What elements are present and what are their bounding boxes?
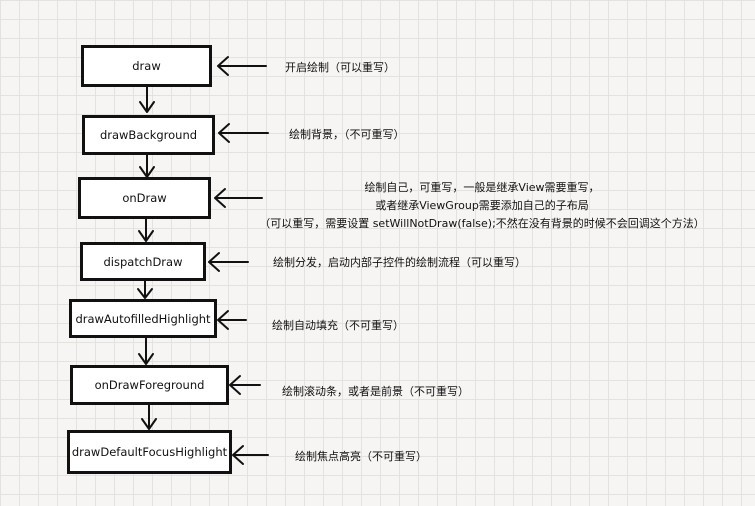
- down-arrow-4: [137, 280, 153, 299]
- down-arrow-3: [138, 218, 154, 242]
- note-dispatchdraw: 绘制分发，启动内部子控件的绘制流程（可以重写）: [273, 256, 526, 269]
- step-label: drawDefaultFocusHighlight: [71, 445, 228, 459]
- note-drawbackground: 绘制背景，（不可重写）: [289, 128, 405, 141]
- down-arrow-6: [141, 404, 157, 430]
- note-arrow-6: [229, 375, 261, 395]
- step-box-drawautofilledhighlight: drawAutofilledHighlight: [69, 299, 217, 338]
- step-label: onDrawForeground: [94, 378, 205, 392]
- note-arrow-3: [214, 188, 263, 208]
- step-box-drawbackground: drawBackground: [82, 115, 215, 155]
- note-drawdefaultfocushighlight: 绘制焦点高亮（不可重写）: [295, 450, 427, 463]
- note-line: 绘制自己，可重写，一般是继承View需要重写，: [364, 181, 600, 194]
- note-arrow-2: [218, 123, 269, 143]
- step-label: drawAutofilledHighlight: [75, 311, 211, 326]
- step-box-draw: draw: [81, 45, 212, 87]
- note-line: （可以重写，需要设置 setWillNotDraw(false);不然在没有背景…: [259, 217, 705, 230]
- note-arrow-7: [232, 445, 269, 465]
- step-box-drawdefaultfocushighlight: drawDefaultFocusHighlight: [67, 430, 232, 474]
- down-arrow-1: [139, 86, 155, 113]
- note-arrow-1: [217, 56, 267, 76]
- step-label: onDraw: [122, 191, 167, 205]
- step-box-dispatchdraw: dispatchDraw: [80, 242, 206, 281]
- down-arrow-5: [138, 337, 154, 365]
- step-box-ondraw: onDraw: [78, 177, 211, 219]
- note-draw: 开启绘制（可以重写）: [285, 61, 395, 74]
- note-drawautofilledhighlight: 绘制自动填充（不可重写）: [272, 319, 404, 332]
- down-arrow-2: [139, 154, 155, 178]
- note-arrow-4: [208, 252, 249, 272]
- note-line: 或者继承ViewGroup需要添加自己的子布局: [375, 199, 589, 212]
- note-arrow-5: [217, 310, 247, 330]
- note-ondraw: 绘制自己，可重写，一般是继承View需要重写， 或者继承ViewGroup需要添…: [232, 179, 732, 233]
- step-label: draw: [132, 59, 161, 73]
- step-label: dispatchDraw: [103, 254, 183, 269]
- note-ondrawforeground: 绘制滚动条，或者是前景（不可重写）: [282, 385, 469, 398]
- step-box-ondrawforeground: onDrawForeground: [70, 365, 229, 405]
- step-label: drawBackground: [99, 128, 198, 142]
